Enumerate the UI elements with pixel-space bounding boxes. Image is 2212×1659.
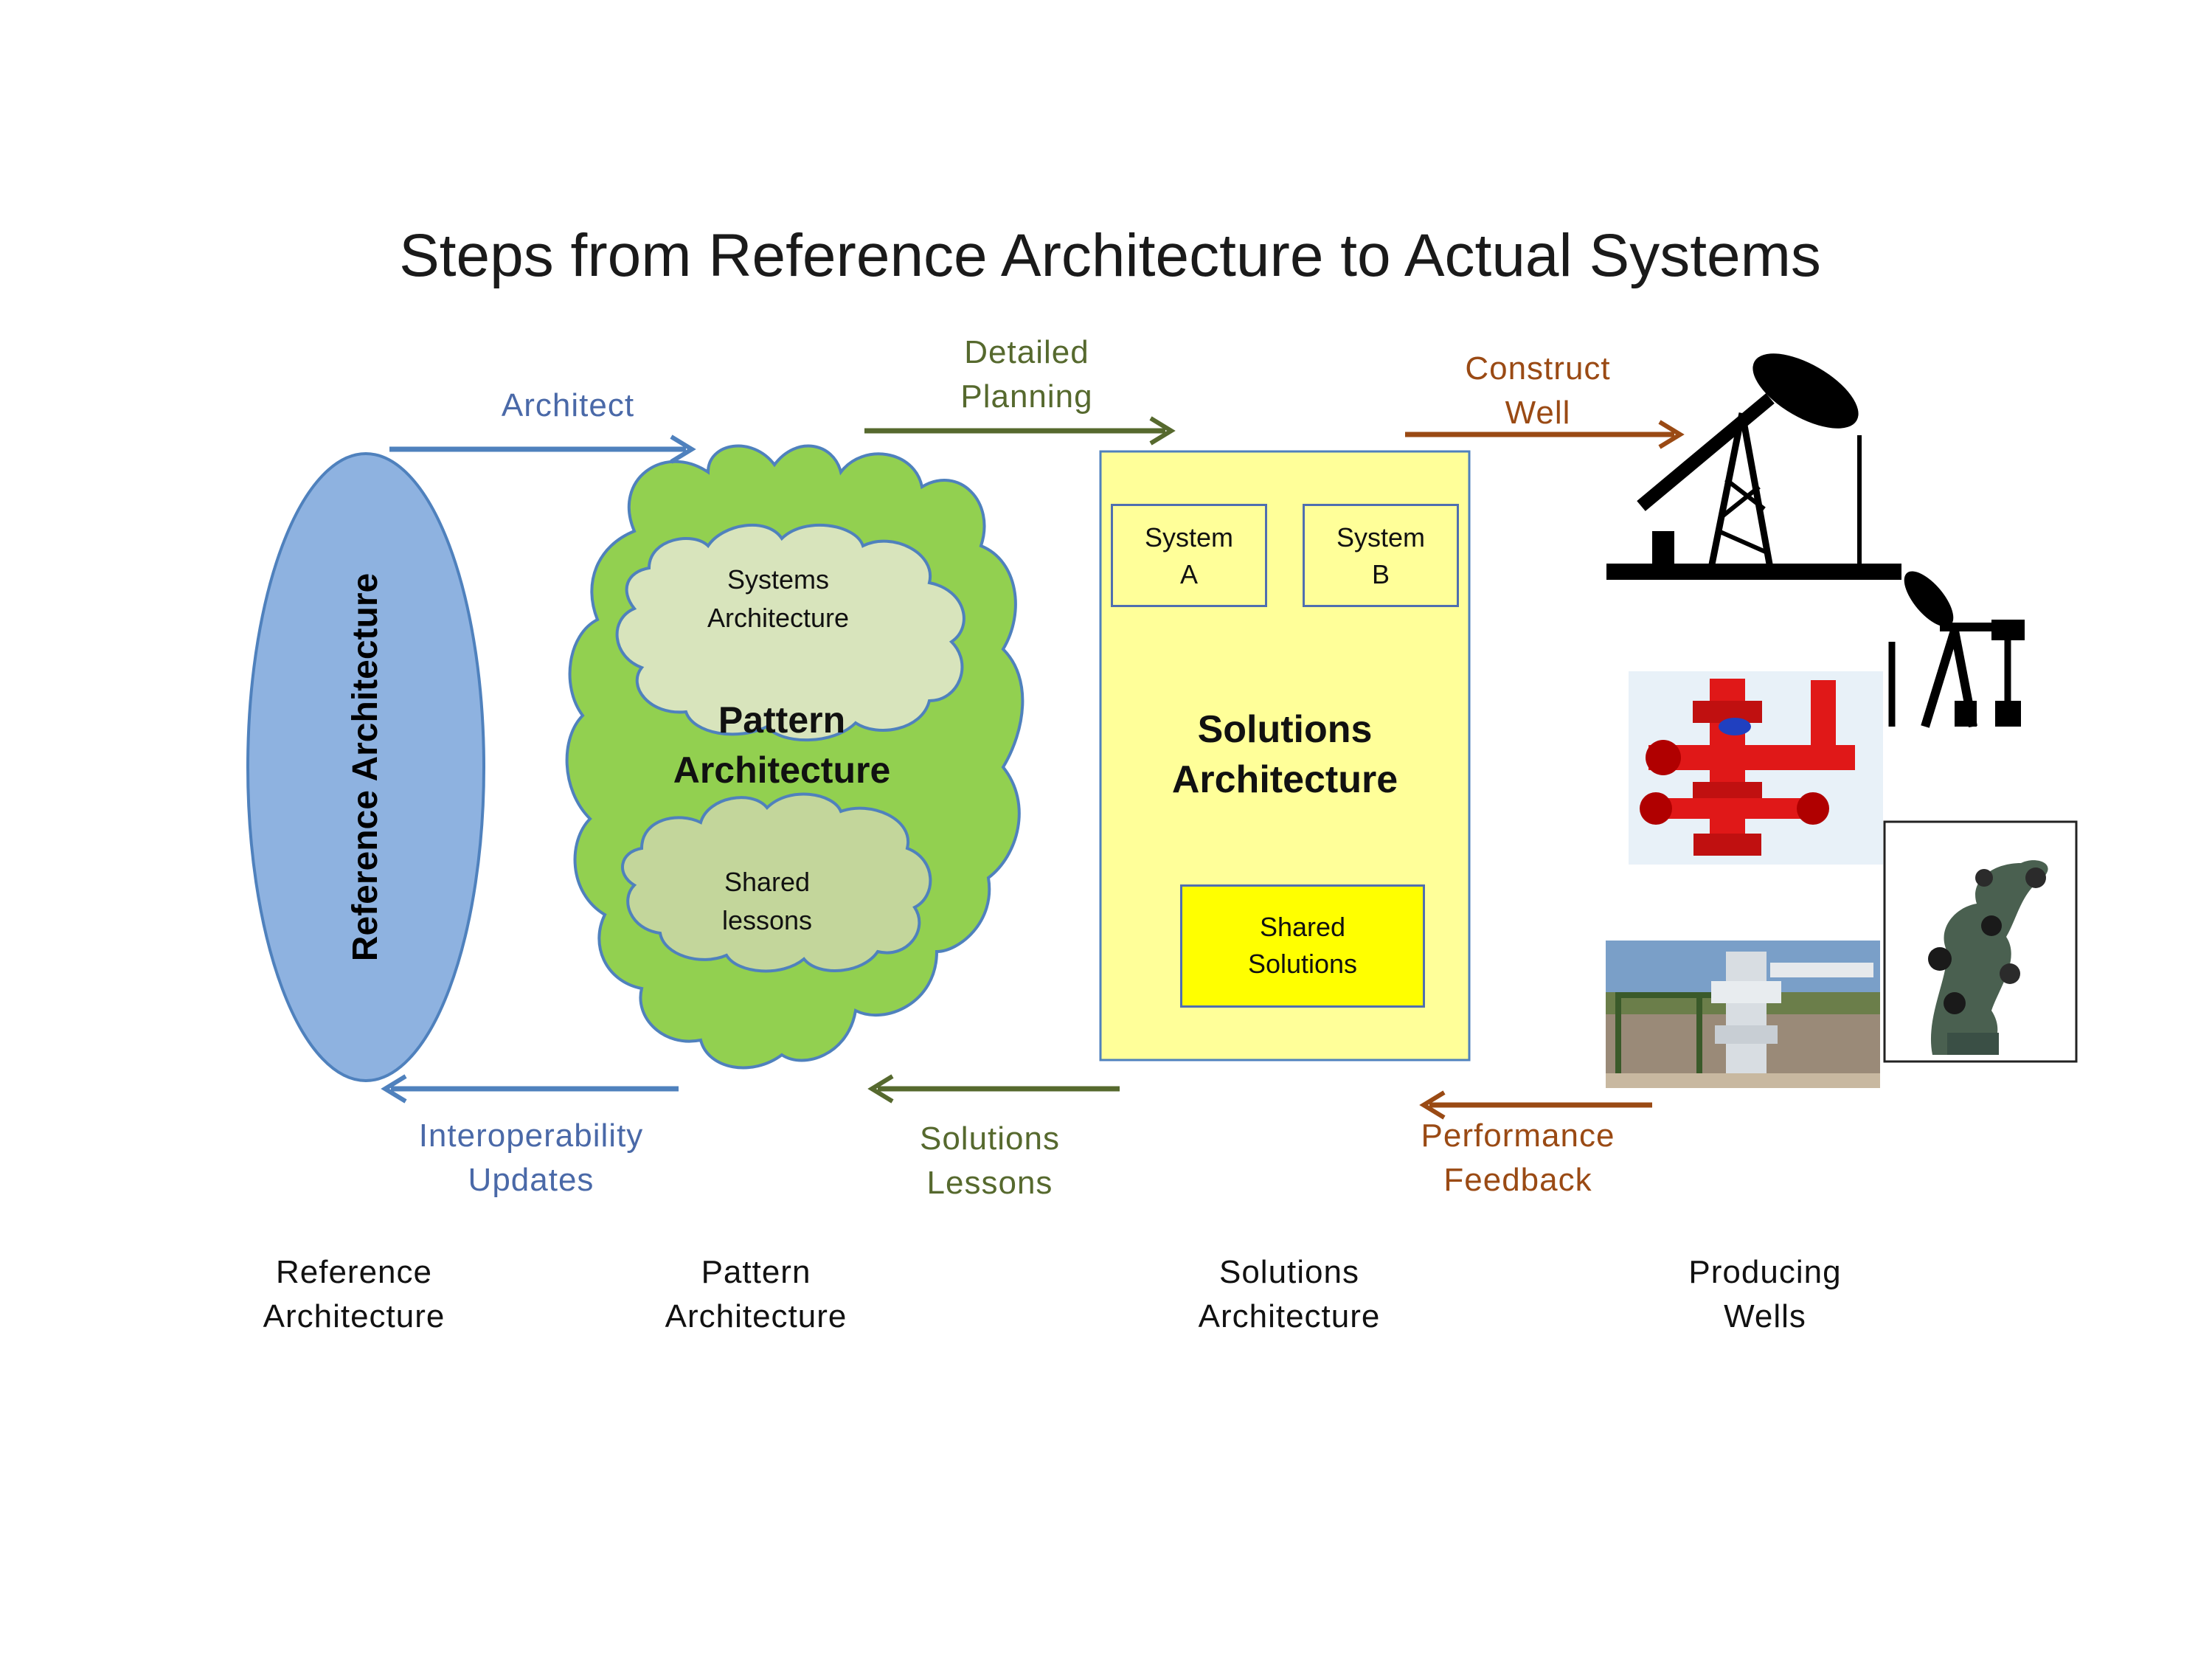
interoperability-updates-arrow	[381, 1074, 679, 1104]
bottom-label-pattern: Pattern Architecture	[665, 1254, 847, 1334]
wellsite-photo	[1606, 941, 1880, 1088]
shared-lessons-label: Shared lessons	[721, 867, 813, 935]
bottom-label-reference: Reference Architecture	[263, 1254, 445, 1334]
detailed-planning-label: Detailed Planning	[960, 334, 1093, 415]
page-title: Steps from Reference Architecture to Act…	[399, 222, 1821, 289]
architect-label: Architect	[501, 387, 635, 423]
interoperability-updates-label: Interoperability Updates	[418, 1118, 644, 1198]
reference-architecture-ellipse	[246, 452, 485, 1082]
systems-architecture-cloud	[615, 523, 965, 742]
performance-feedback-label: Performance Feedback	[1421, 1118, 1615, 1198]
system-a-box: System A	[1111, 504, 1267, 607]
construct-well-arrow	[1405, 420, 1685, 449]
pumpjack-icon	[1606, 353, 1901, 580]
reference-architecture-label: Reference Architecture	[346, 572, 385, 962]
architect-arrow	[389, 434, 696, 464]
shared-lessons-cloud	[621, 792, 932, 973]
performance-feedback-arrow	[1419, 1090, 1652, 1120]
solutions-lessons-arrow	[867, 1074, 1120, 1104]
christmas-tree-valve-photo	[1883, 820, 2078, 1063]
solutions-architecture-label: Solutions Architecture	[1171, 708, 1398, 801]
detailed-planning-arrow	[864, 416, 1176, 446]
bottom-label-solutions: Solutions Architecture	[1198, 1254, 1381, 1334]
shared-solutions-box: Shared Solutions	[1180, 884, 1425, 1008]
bottom-label-producing: Producing Wells	[1688, 1254, 1842, 1334]
red-wellhead-photo	[1629, 671, 1883, 865]
small-pumpjack-icon	[1888, 571, 2025, 728]
system-b-box: System B	[1303, 504, 1459, 607]
solutions-lessons-label: Solutions Lessons	[919, 1121, 1060, 1201]
construct-well-label: Construct Well	[1465, 350, 1611, 431]
pattern-architecture-label: Pattern Architecture	[673, 699, 891, 791]
systems-architecture-label: Systems Architecture	[707, 564, 850, 633]
